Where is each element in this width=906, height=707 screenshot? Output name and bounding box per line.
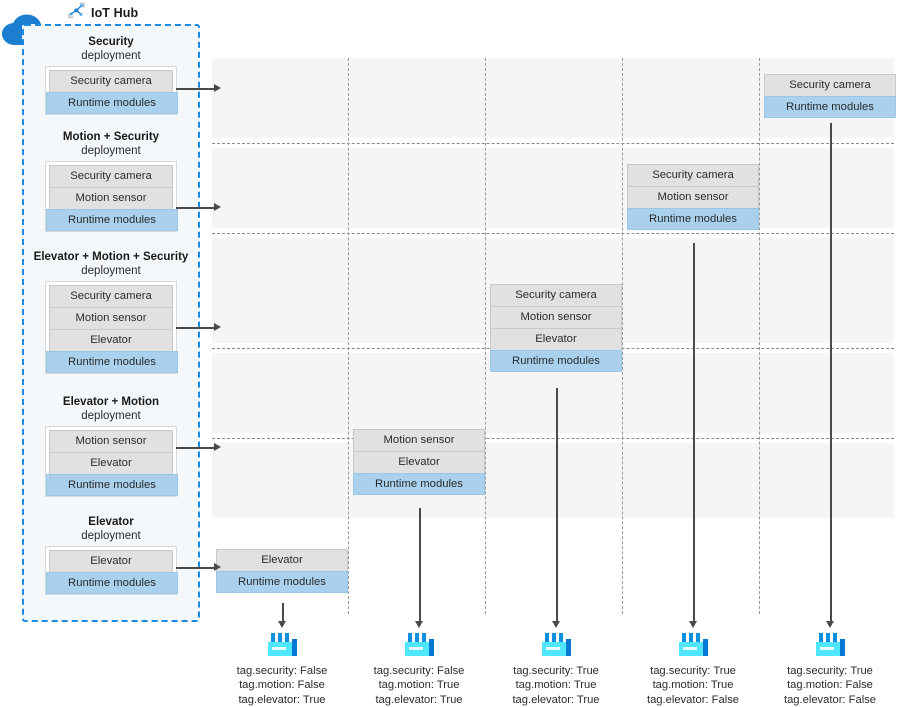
grid-deployment-card[interactable]: Security camera Runtime modules bbox=[764, 74, 896, 118]
row-separator bbox=[212, 143, 894, 144]
device-tags: tag.security: False tag.motion: True tag… bbox=[373, 665, 465, 706]
module-row: Security camera bbox=[627, 164, 759, 186]
deployment-group-elevator-motion-security: Elevator + Motion + Security deployment … bbox=[24, 251, 198, 374]
hub-title: IoT Hub bbox=[91, 6, 139, 20]
deployment-group-motion-security: Motion + Security deployment Security ca… bbox=[24, 131, 198, 232]
grid-row-2 bbox=[212, 148, 894, 228]
module-row: Security camera bbox=[49, 285, 173, 307]
module-row: Security camera bbox=[764, 74, 896, 96]
device-target-arrow bbox=[689, 243, 698, 628]
factory-device-icon bbox=[618, 630, 768, 660]
runtime-modules-row: Runtime modules bbox=[216, 571, 348, 593]
deployment-arrow bbox=[176, 84, 221, 93]
device-grid: Security camera Runtime modules Security… bbox=[212, 58, 896, 614]
column-divider bbox=[485, 58, 486, 614]
factory-device-icon bbox=[207, 630, 357, 660]
module-row: Security camera bbox=[49, 165, 173, 187]
runtime-modules-row: Runtime modules bbox=[46, 92, 178, 114]
runtime-modules-row: Runtime modules bbox=[627, 208, 759, 230]
runtime-modules-row: Runtime modules bbox=[46, 474, 178, 496]
module-row: Elevator bbox=[49, 550, 173, 572]
device-1[interactable]: tag.security: False tag.motion: False ta… bbox=[207, 630, 357, 707]
deployment-group-elevator: Elevator deployment Elevator Runtime mod… bbox=[24, 516, 198, 595]
deployment-card[interactable]: Elevator Runtime modules bbox=[45, 546, 178, 595]
row-separator bbox=[212, 233, 894, 234]
module-row: Motion sensor bbox=[49, 307, 173, 329]
module-row: Motion sensor bbox=[49, 430, 173, 452]
grid-deployment-card[interactable]: Security camera Motion sensor Elevator R… bbox=[490, 284, 622, 372]
runtime-modules-row: Runtime modules bbox=[46, 209, 178, 231]
module-row: Elevator bbox=[216, 549, 348, 571]
grid-deployment-card[interactable]: Elevator Runtime modules bbox=[216, 549, 348, 593]
device-tags: tag.security: True tag.motion: True tag.… bbox=[646, 665, 740, 706]
deployment-card[interactable]: Security camera Runtime modules bbox=[45, 66, 178, 115]
deployment-title: Elevator + Motion deployment bbox=[62, 396, 160, 422]
deployment-title: Motion + Security deployment bbox=[62, 131, 160, 157]
module-row: Motion sensor bbox=[49, 187, 173, 209]
column-divider bbox=[622, 58, 623, 614]
iot-hub-icon bbox=[68, 2, 85, 24]
module-row: Security camera bbox=[490, 284, 622, 306]
device-tags: tag.security: False tag.motion: False ta… bbox=[236, 665, 328, 706]
factory-device-icon bbox=[481, 630, 631, 660]
deployment-title: Elevator deployment bbox=[81, 516, 141, 542]
column-divider bbox=[759, 58, 760, 614]
module-row: Elevator bbox=[353, 451, 485, 473]
grid-row-5 bbox=[212, 443, 894, 518]
grid-deployment-card[interactable]: Security camera Motion sensor Runtime mo… bbox=[627, 164, 759, 230]
runtime-modules-row: Runtime modules bbox=[353, 473, 485, 495]
device-tags: tag.security: True tag.motion: True tag.… bbox=[512, 665, 600, 706]
module-row: Motion sensor bbox=[490, 306, 622, 328]
runtime-modules-row: Runtime modules bbox=[490, 350, 622, 372]
module-row: Elevator bbox=[49, 329, 173, 351]
runtime-modules-row: Runtime modules bbox=[764, 96, 896, 118]
factory-device-icon bbox=[344, 630, 494, 660]
deployment-arrow bbox=[176, 323, 221, 332]
deployment-arrow bbox=[176, 203, 221, 212]
device-target-arrow bbox=[278, 603, 287, 628]
grid-deployment-card[interactable]: Motion sensor Elevator Runtime modules bbox=[353, 429, 485, 495]
module-row: Security camera bbox=[49, 70, 173, 92]
deployment-title: Elevator + Motion + Security deployment bbox=[33, 251, 189, 277]
device-target-arrow bbox=[552, 388, 561, 628]
device-2[interactable]: tag.security: False tag.motion: True tag… bbox=[344, 630, 494, 707]
deployment-card[interactable]: Security camera Motion sensor Elevator R… bbox=[45, 281, 178, 374]
deployment-title: Security deployment bbox=[81, 36, 141, 62]
device-4[interactable]: tag.security: True tag.motion: True tag.… bbox=[618, 630, 768, 707]
module-row: Motion sensor bbox=[627, 186, 759, 208]
device-5[interactable]: tag.security: True tag.motion: False tag… bbox=[755, 630, 905, 707]
deployment-card[interactable]: Security camera Motion sensor Runtime mo… bbox=[45, 161, 178, 232]
module-row: Elevator bbox=[49, 452, 173, 474]
device-tags: tag.security: True tag.motion: False tag… bbox=[783, 665, 877, 706]
row-separator bbox=[212, 438, 894, 439]
module-row: Elevator bbox=[490, 328, 622, 350]
hub-header: IoT Hub bbox=[68, 2, 138, 24]
device-target-arrow bbox=[415, 508, 424, 628]
device-target-arrow bbox=[826, 123, 835, 628]
column-divider bbox=[348, 58, 349, 614]
deployment-card[interactable]: Motion sensor Elevator Runtime modules bbox=[45, 426, 178, 497]
device-3[interactable]: tag.security: True tag.motion: True tag.… bbox=[481, 630, 631, 707]
runtime-modules-row: Runtime modules bbox=[46, 572, 178, 594]
deployment-arrow bbox=[176, 563, 221, 572]
deployment-group-elevator-motion: Elevator + Motion deployment Motion sens… bbox=[24, 396, 198, 497]
deployment-arrow bbox=[176, 443, 221, 452]
factory-device-icon bbox=[755, 630, 905, 660]
module-row: Motion sensor bbox=[353, 429, 485, 451]
deployment-group-security: Security deployment Security camera Runt… bbox=[24, 36, 198, 115]
runtime-modules-row: Runtime modules bbox=[46, 351, 178, 373]
